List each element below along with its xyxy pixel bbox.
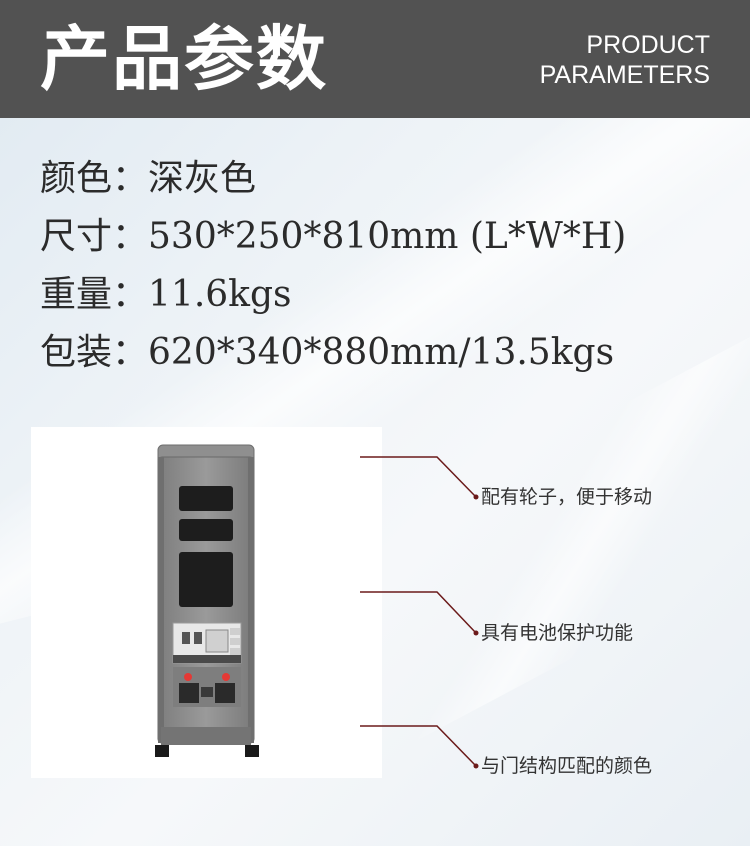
product-cabinet-illustration [155, 444, 259, 757]
spec-list: 颜色：深灰色 尺寸：530*250*810mm (L*W*H) 重量：11.6k… [40, 150, 626, 382]
wheel [155, 745, 169, 757]
spec-label: 颜色： [40, 158, 149, 199]
storage-slot [179, 519, 233, 541]
spec-value: 530*250*810mm (L*W*H) [148, 216, 627, 257]
page-subtitle: PRODUCT PARAMETERS [540, 30, 710, 90]
callout-battery-protection: 具有电池保护功能 [481, 622, 634, 644]
spec-package: 包装：620*340*880mm/13.5kgs [40, 324, 626, 382]
spec-value: 深灰色 [148, 158, 257, 199]
storage-slot [179, 552, 233, 607]
spec-label: 重量： [40, 274, 149, 315]
storage-slot [179, 486, 233, 511]
spec-label: 包装： [40, 332, 149, 373]
spec-label: 尺寸： [40, 216, 149, 257]
spec-value: 620*340*880mm/13.5kgs [148, 332, 615, 373]
subtitle-line-1: PRODUCT [586, 31, 710, 59]
spec-value: 11.6kgs [148, 274, 292, 315]
callout-wheels: 配有轮子，便于移动 [481, 486, 653, 508]
spec-size: 尺寸：530*250*810mm (L*W*H) [40, 208, 626, 266]
page-title: 产品参数 [40, 18, 328, 100]
header-banner: 产品参数 PRODUCT PARAMETERS [0, 0, 750, 118]
product-image [31, 427, 382, 778]
callout-color-match: 与门结构匹配的颜色 [481, 755, 653, 777]
spec-color: 颜色：深灰色 [40, 150, 626, 208]
subtitle-line-2: PARAMETERS [539, 61, 710, 89]
wheel [245, 745, 259, 757]
spec-weight: 重量：11.6kgs [40, 266, 626, 324]
